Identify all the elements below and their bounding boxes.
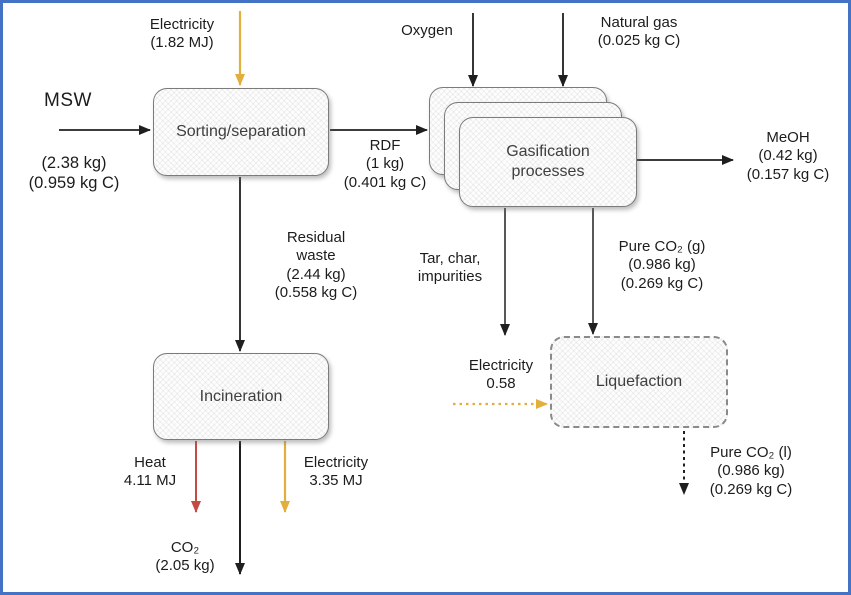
box-gasification-processes-label: Gasification processes bbox=[506, 143, 590, 180]
label-residual-waste: Residual waste (2.44 kg) (0.558 kg C) bbox=[274, 229, 358, 301]
label-co2-incineration: CO₂ (2.05 kg) bbox=[155, 539, 215, 575]
label-meoh: MeOH (0.42 kg) (0.157 kg C) bbox=[746, 129, 830, 183]
box-incineration: Incineration bbox=[153, 353, 329, 440]
box-incineration-label: Incineration bbox=[199, 387, 283, 405]
label-electricity-liquefaction: Electricity 0.58 bbox=[468, 357, 534, 393]
box-gasification-processes: Gasification processes bbox=[459, 117, 637, 207]
label-pure-co2-gas: Pure CO₂ (g) (0.986 kg) (0.269 kg C) bbox=[618, 238, 706, 292]
box-liquefaction-label: Liquefaction bbox=[595, 373, 683, 390]
box-liquefaction: Liquefaction bbox=[550, 336, 728, 428]
label-msw: MSW bbox=[44, 90, 92, 111]
label-rdf: RDF (1 kg) (0.401 kg C) bbox=[343, 137, 427, 191]
label-oxygen: Oxygen bbox=[401, 22, 453, 39]
label-tar-char-impurities: Tar, char, impurities bbox=[417, 250, 483, 286]
label-heat: Heat 4.11 MJ bbox=[123, 454, 177, 490]
label-pure-co2-liquid: Pure CO₂ (l) (0.986 kg) (0.269 kg C) bbox=[709, 444, 793, 498]
label-msw-amount: (2.38 kg) (0.959 kg C) bbox=[28, 154, 120, 193]
label-electricity-incineration: Electricity 3.35 MJ bbox=[303, 454, 369, 490]
box-sorting-separation-label: Sorting/separation bbox=[176, 123, 306, 140]
box-sorting-separation: Sorting/separation bbox=[153, 88, 329, 176]
label-natural-gas: Natural gas (0.025 kg C) bbox=[597, 14, 681, 50]
label-electricity-sorting: Electricity (1.82 MJ) bbox=[149, 16, 215, 52]
arrow-layer bbox=[59, 11, 734, 575]
